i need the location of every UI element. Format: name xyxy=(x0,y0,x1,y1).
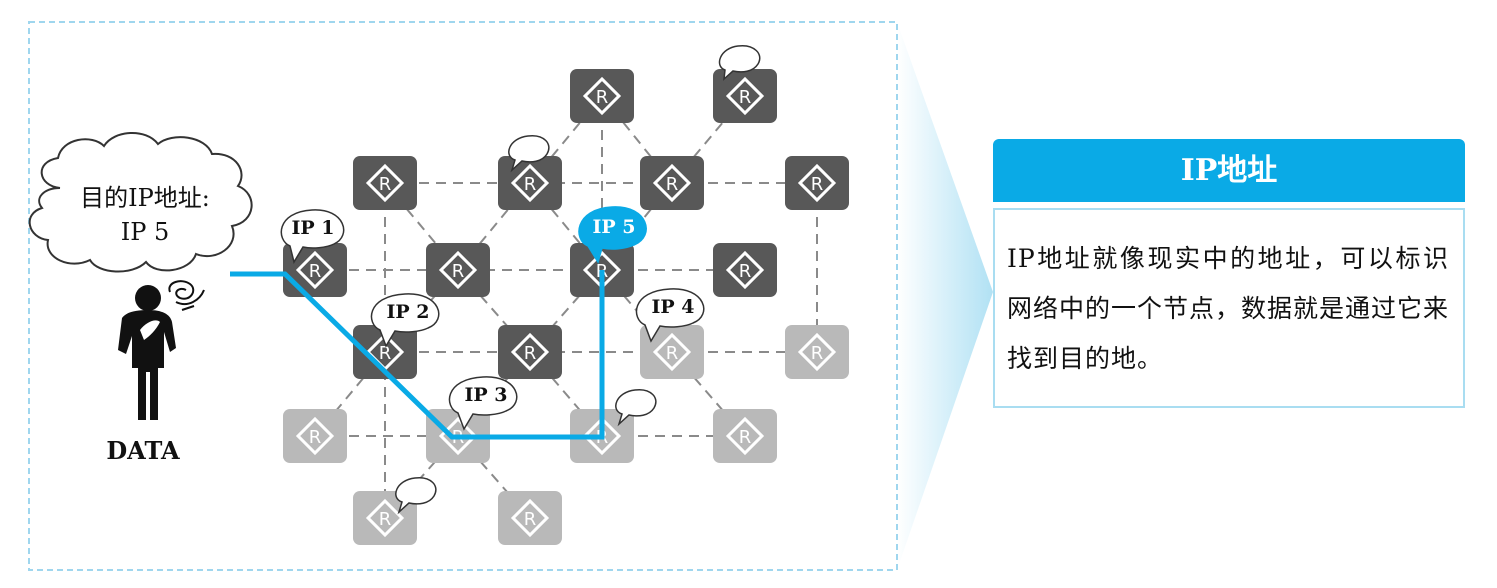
ip-label-1: IP 1 xyxy=(291,217,334,239)
router-node-inactive: R xyxy=(713,409,777,463)
ip-bubble-4: IP 4 xyxy=(635,288,705,343)
thought-cloud-line2: IP 5 xyxy=(121,218,170,246)
router-node: R xyxy=(353,156,417,210)
svg-text:R: R xyxy=(524,174,537,195)
svg-text:R: R xyxy=(452,261,465,282)
svg-text:R: R xyxy=(666,343,679,364)
ip-label-3: IP 3 xyxy=(464,384,507,406)
router-node-inactive: R xyxy=(498,491,562,545)
svg-text:R: R xyxy=(596,87,609,108)
ip-bubble-2: IP 2 xyxy=(370,293,440,348)
ip-label-5: IP 5 xyxy=(592,216,635,238)
thought-cloud-line1: 目的IP地址: xyxy=(80,184,210,212)
router-node: R xyxy=(426,243,490,297)
svg-text:R: R xyxy=(811,174,824,195)
svg-text:R: R xyxy=(524,509,537,530)
router-node-inactive: R xyxy=(283,409,347,463)
callout-body: IP地址就像现实中的地址，可以标识网络中的一个节点，数据就是通过它来找到目的地。 xyxy=(993,208,1465,408)
confused-scribble-icon xyxy=(168,280,205,311)
svg-text:R: R xyxy=(379,509,392,530)
thought-cloud: 目的IP地址: IP 5 xyxy=(28,131,253,273)
ip-label-2: IP 2 xyxy=(386,301,429,323)
router-node: R xyxy=(713,69,777,123)
svg-text:R: R xyxy=(811,343,824,364)
zoom-connector xyxy=(897,22,993,570)
data-route-path xyxy=(230,270,605,440)
svg-text:R: R xyxy=(739,427,752,448)
router-node: R xyxy=(498,156,562,210)
svg-text:R: R xyxy=(309,427,322,448)
svg-text:R: R xyxy=(309,261,322,282)
router-grid: R R R R R R R xyxy=(283,69,849,545)
router-node: R xyxy=(713,243,777,297)
callout-title: IP地址 xyxy=(993,139,1465,202)
ip-bubble-5: IP 5 xyxy=(578,206,647,264)
router-node: R xyxy=(640,156,704,210)
empty-speech-bubbles xyxy=(395,45,761,515)
router-node-inactive: R xyxy=(640,325,704,379)
router-node: R xyxy=(570,69,634,123)
ip-label-4: IP 4 xyxy=(651,296,694,318)
svg-text:R: R xyxy=(739,261,752,282)
svg-text:R: R xyxy=(739,87,752,108)
svg-text:R: R xyxy=(379,343,392,364)
router-node: R xyxy=(498,325,562,379)
ip-address-callout: IP地址 IP地址就像现实中的地址，可以标识网络中的一个节点，数据就是通过它来找… xyxy=(993,139,1465,408)
ip-bubble-3: IP 3 xyxy=(448,376,518,431)
router-node-inactive: R xyxy=(785,325,849,379)
router-node: R xyxy=(353,325,417,379)
svg-text:R: R xyxy=(524,343,537,364)
router-node: R xyxy=(785,156,849,210)
router-node: R xyxy=(283,243,347,297)
svg-text:R: R xyxy=(666,174,679,195)
person-icon xyxy=(118,285,176,420)
svg-text:R: R xyxy=(379,174,392,195)
person-label: DATA xyxy=(106,436,180,465)
ip-bubble-1: IP 1 xyxy=(280,209,345,264)
